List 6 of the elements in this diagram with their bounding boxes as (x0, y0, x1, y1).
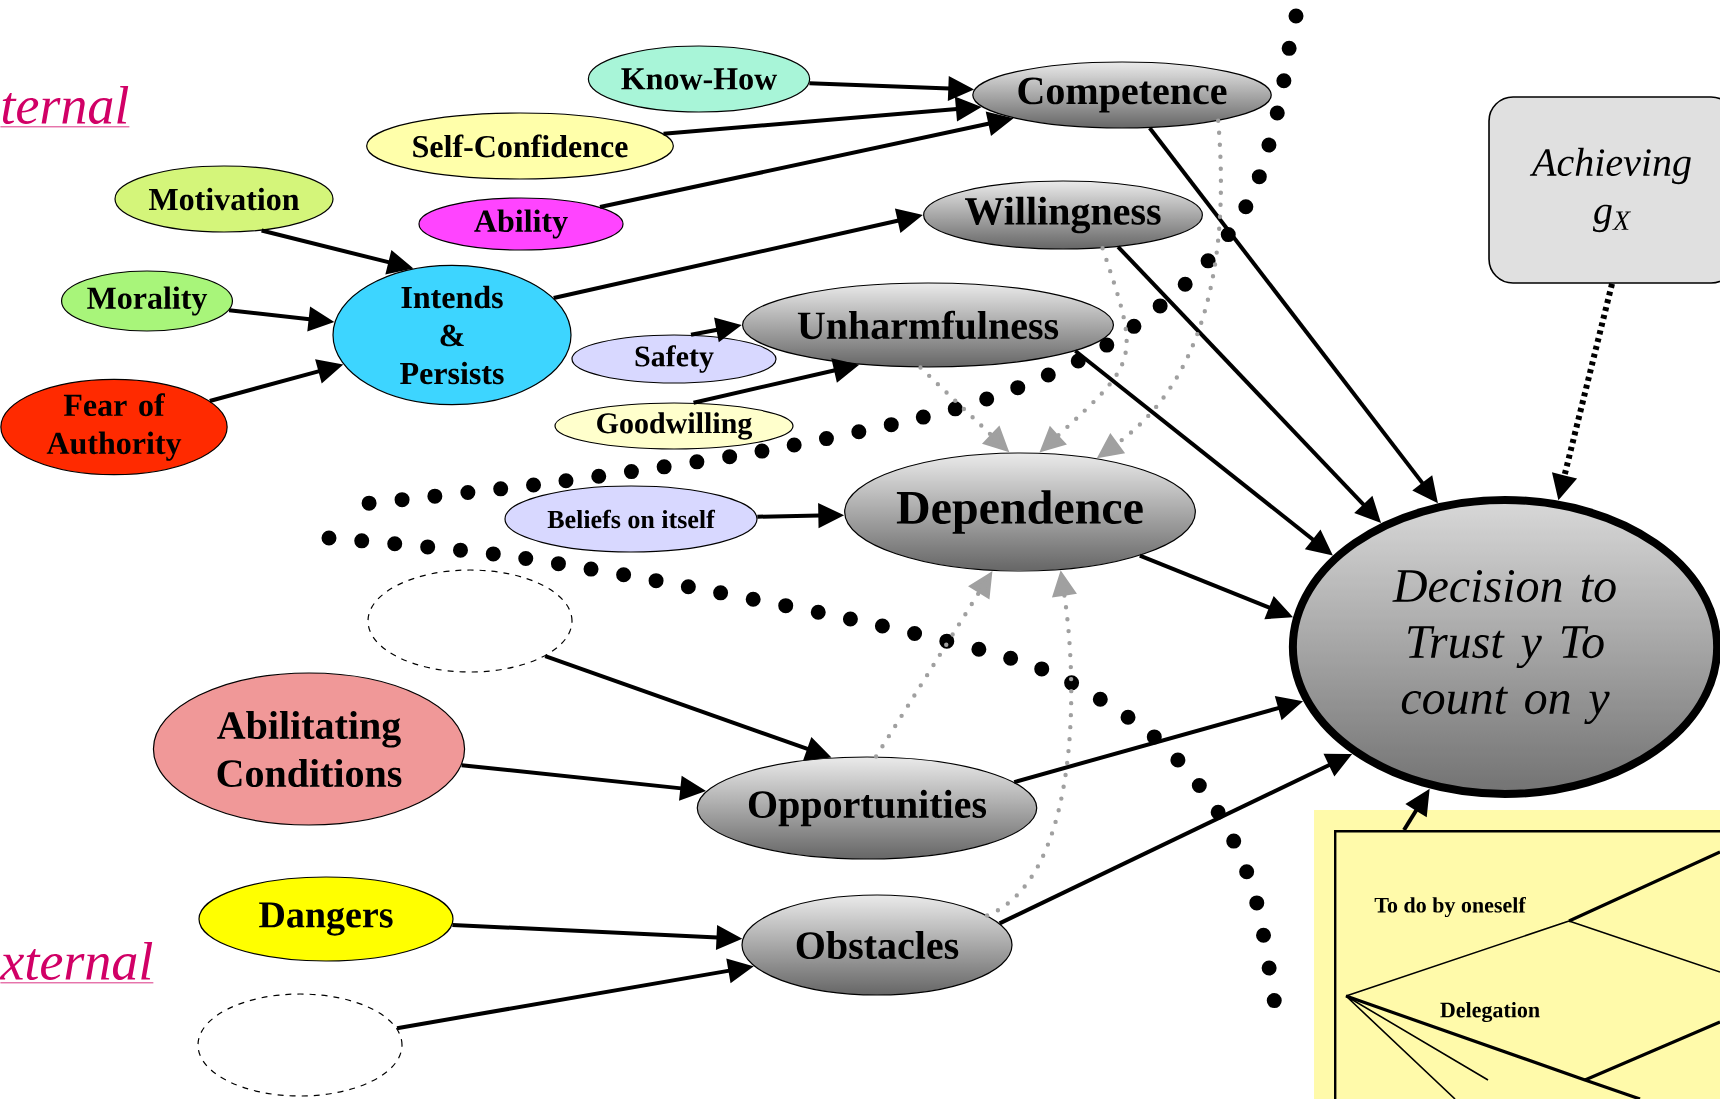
decision-tree: To do by oneself Delegation (1334, 830, 1720, 1099)
empty-ellipse (367, 569, 573, 673)
section-label: xternal (0, 942, 154, 984)
section-label: ternal (0, 86, 130, 128)
empty-ellipse (197, 993, 403, 1097)
goal-box: Achieving g$_{X}$ (1488, 96, 1720, 284)
